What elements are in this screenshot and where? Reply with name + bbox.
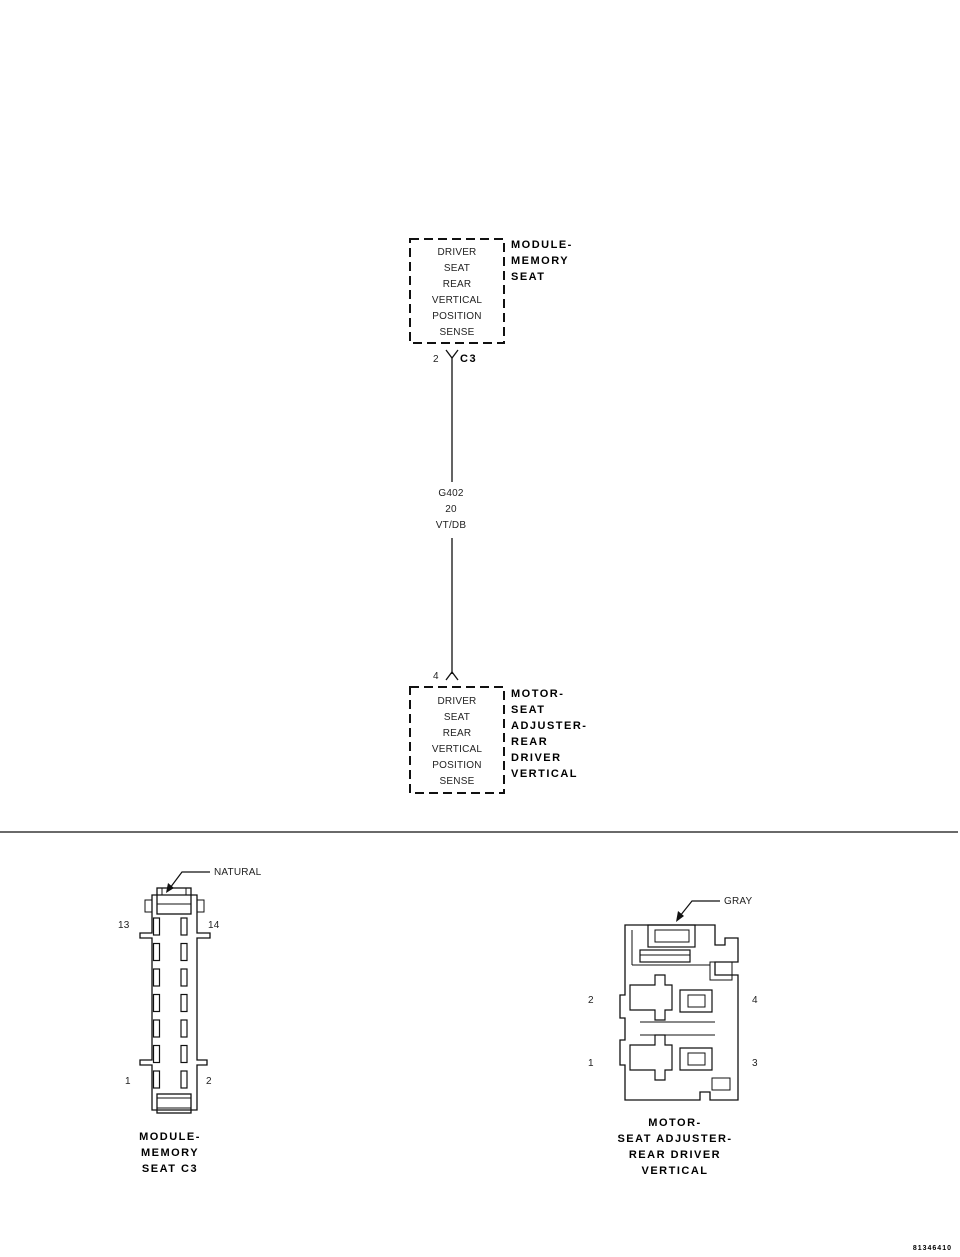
- connector-left-caption-line: MEMORY: [141, 1147, 199, 1159]
- connector-right-side-block: [709, 961, 733, 981]
- connector-right-pin-3: 3: [752, 1058, 758, 1069]
- wire-circuit: G402: [438, 488, 464, 499]
- connector-right-pin-4: 4: [752, 995, 758, 1006]
- connector-left-cavity: [152, 942, 161, 962]
- connector-right-caption-line: SEAT ADJUSTER-: [617, 1133, 732, 1145]
- connector-right-caption-line: MOTOR-: [648, 1117, 701, 1129]
- module-connector-symbol: [445, 349, 459, 360]
- connector-left-cavity: [180, 1070, 188, 1089]
- motor-name-line: REAR: [511, 736, 548, 748]
- motor-name-line: SEAT: [511, 704, 546, 716]
- module-connector-id: C3: [460, 353, 477, 365]
- terminal-cavity-3-inner: [687, 1052, 706, 1066]
- module-box-line: VERTICAL: [432, 295, 483, 306]
- module-box-line: DRIVER: [438, 247, 477, 258]
- figure-id: 81346410: [913, 1245, 952, 1252]
- connector-left-ear: [144, 899, 153, 913]
- connector-left-face: [139, 887, 211, 1114]
- connector-left-latch-bar: [156, 903, 192, 915]
- connector-right-body: [619, 924, 739, 1101]
- connector-left-cavity: [180, 1044, 188, 1064]
- connector-left-cavity: [180, 917, 188, 936]
- motor-name: MOTOR- SEAT ADJUSTER- REAR DRIVER VERTIC…: [511, 688, 587, 780]
- connector-left-cavity: [152, 1044, 161, 1064]
- motor-connector-symbol: [445, 670, 459, 681]
- terminal-cavity-1: [629, 1034, 673, 1081]
- terminal-cavity-2: [629, 974, 673, 1021]
- connector-left-cavity: [152, 917, 161, 936]
- motor-name-line: ADJUSTER-: [511, 720, 587, 732]
- connector-left-cavity: [180, 968, 188, 987]
- motor-box-text: DRIVER SEAT REAR VERTICAL POSITION SENSE: [432, 696, 483, 787]
- motor-box-line: DRIVER: [438, 696, 477, 707]
- connector-left-latch-tab: [161, 887, 187, 896]
- motor-box-line: SENSE: [440, 776, 475, 787]
- gray-arrow-icon: [676, 911, 684, 922]
- module-box-line: REAR: [443, 279, 472, 290]
- connector-right-latch: [639, 949, 691, 963]
- motor-dashed-box: [409, 686, 505, 794]
- connector-left-caption-line: SEAT C3: [142, 1163, 198, 1175]
- connector-left-cavity: [152, 993, 161, 1013]
- terminal-cavity-4-inner: [687, 994, 706, 1008]
- wire-label: G402 20 VT/DB: [436, 488, 467, 531]
- motor-box-line: REAR: [443, 728, 472, 739]
- connector-left-cavity: [180, 1019, 188, 1038]
- connector-left-caption: MODULE- MEMORY SEAT C3: [139, 1131, 201, 1175]
- module-name-line: MEMORY: [511, 255, 569, 267]
- connector-left-ear: [196, 899, 205, 913]
- motor-name-line: MOTOR-: [511, 688, 564, 700]
- connector-right-caption-line: VERTICAL: [642, 1165, 709, 1177]
- motor-pin-number: 4: [433, 671, 439, 682]
- connector-right-face: [619, 924, 739, 1101]
- natural-color-label: NATURAL: [214, 867, 262, 878]
- module-box-line: POSITION: [432, 311, 481, 322]
- connector-left-cavity: [152, 1019, 161, 1038]
- module-dashed-box: [409, 238, 505, 344]
- connector-right-caption-line: REAR DRIVER: [629, 1149, 721, 1161]
- connector-left-pin-1: 1: [125, 1076, 131, 1087]
- connector-left-pin-14: 14: [208, 920, 220, 931]
- terminal-cavity-4: [679, 989, 713, 1013]
- connector-left-bottom-latch: [156, 1093, 192, 1114]
- wire-color: VT/DB: [436, 520, 467, 531]
- connector-left-cavities: [152, 917, 188, 1089]
- module-name-line: MODULE-: [511, 239, 573, 251]
- gray-pointer-line: [679, 900, 720, 917]
- connector-left-cavity: [152, 1070, 161, 1089]
- connector-left-body: [139, 894, 211, 1111]
- motor-name-line: VERTICAL: [511, 768, 578, 780]
- motor-box-line: SEAT: [444, 712, 470, 723]
- module-pin-number: 2: [433, 354, 439, 365]
- module-box-line: SEAT: [444, 263, 470, 274]
- natural-arrow-icon: [166, 883, 174, 893]
- natural-pointer-line: [169, 871, 210, 889]
- module-name-line: SEAT: [511, 271, 546, 283]
- connector-right-foot: [711, 1077, 731, 1091]
- connector-left-pin-2: 2: [206, 1076, 212, 1087]
- connector-right-top-housing: [647, 924, 696, 948]
- connector-right-caption: MOTOR- SEAT ADJUSTER- REAR DRIVER VERTIC…: [617, 1117, 732, 1177]
- connector-left-cavity: [180, 993, 188, 1013]
- motor-box-line: POSITION: [432, 760, 481, 771]
- connector-right-pin-1: 1: [588, 1058, 594, 1069]
- gray-color-label: GRAY: [724, 896, 753, 907]
- connector-right-pin-2: 2: [588, 995, 594, 1006]
- module-name: MODULE- MEMORY SEAT: [511, 239, 573, 283]
- motor-box-line: VERTICAL: [432, 744, 483, 755]
- connector-left-caption-line: MODULE-: [139, 1131, 201, 1143]
- motor-name-line: DRIVER: [511, 752, 562, 764]
- connector-left-cavity: [152, 968, 161, 987]
- connector-left-cavity: [180, 942, 188, 962]
- connector-right-top-slot: [654, 929, 690, 943]
- terminal-cavity-3: [679, 1047, 713, 1071]
- module-box-text: DRIVER SEAT REAR VERTICAL POSITION SENSE: [432, 247, 483, 338]
- connector-left-pin-13: 13: [118, 920, 130, 931]
- wire-gauge: 20: [445, 504, 457, 515]
- module-box-line: SENSE: [440, 327, 475, 338]
